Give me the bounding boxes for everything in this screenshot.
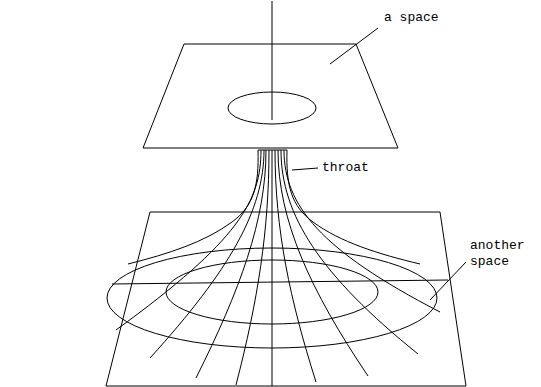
field-lines bbox=[116, 150, 440, 386]
throat-wall bbox=[287, 150, 420, 264]
axis-line bbox=[272, 1, 273, 120]
callout-label: a space bbox=[384, 10, 474, 26]
leader-line bbox=[330, 28, 378, 64]
lower-plane bbox=[106, 212, 466, 386]
upper-plane bbox=[143, 44, 398, 148]
leader-line bbox=[292, 168, 318, 170]
callout-label: another space bbox=[470, 238, 534, 270]
callout-label: throat bbox=[322, 160, 402, 176]
leader-line bbox=[430, 262, 466, 300]
throat-wall bbox=[128, 150, 258, 264]
plane-axis bbox=[112, 280, 448, 284]
